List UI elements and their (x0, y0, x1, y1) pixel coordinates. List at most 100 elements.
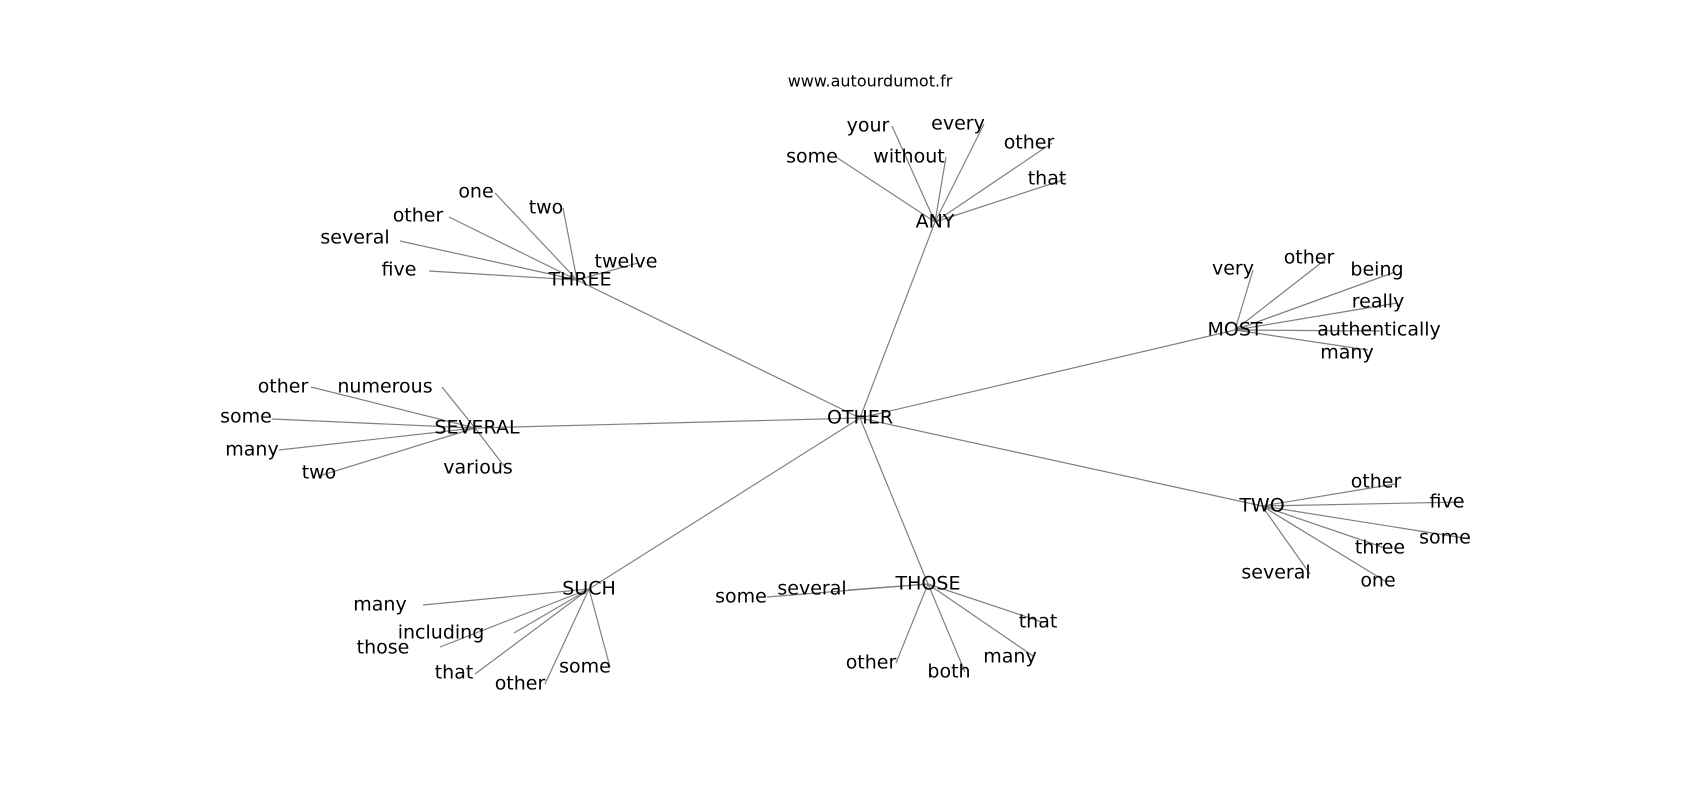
leaf-node-label: authentically (1317, 319, 1441, 341)
leaf-node-label: one (1360, 570, 1395, 592)
edge-such-those (439, 588, 590, 648)
edge-other-several (474, 417, 861, 429)
edge-other-most (859, 329, 1236, 419)
labels-layer: OTHER ANY your every some without other that THR… (220, 113, 1471, 695)
edge-most-other (1234, 258, 1327, 331)
hub-node-label-such: SUCH (562, 578, 616, 600)
edge-most-really (1234, 302, 1398, 331)
leaf-node-label: many (353, 594, 406, 616)
leaf-node-label: other (1284, 247, 1335, 269)
edge-most-very (1234, 269, 1254, 331)
leaf-node-label: many (225, 439, 278, 461)
leaf-node-label: other (1351, 471, 1402, 493)
edge-several-some (271, 418, 476, 429)
edge-any-some (835, 156, 936, 223)
leaf-node-label: other (495, 673, 546, 695)
edge-those-that (927, 583, 1043, 623)
hub-node-label-three: THREE (547, 269, 611, 291)
edge-several-various (474, 427, 505, 467)
leaf-node-label: various (443, 457, 513, 479)
edge-such-many (422, 588, 590, 606)
hub-node-label-most: MOST (1207, 319, 1262, 341)
edge-several-numerous (441, 386, 476, 429)
leaf-node-label: two (529, 197, 564, 219)
leaf-node-label: two (302, 462, 337, 484)
edge-such-other (544, 588, 590, 685)
leaf-node-label: five (382, 259, 417, 281)
edge-such-that (474, 588, 590, 675)
leaf-node-label: some (559, 656, 611, 678)
edge-those-many (927, 583, 1034, 657)
leaf-node-label: very (1212, 258, 1254, 280)
leaf-node-label: some (715, 586, 767, 608)
edge-two-other (1261, 483, 1396, 507)
leaf-node-label: several (1241, 562, 1310, 584)
leaf-node-label: other (393, 205, 444, 227)
leaf-node-label: five (1430, 491, 1465, 513)
edge-those-other (895, 583, 929, 664)
edge-any-your (891, 125, 936, 223)
leaf-node-label: that (1019, 611, 1058, 633)
leaf-node-label: many (1320, 342, 1373, 364)
edge-other-any (859, 221, 936, 419)
hub-node-label-those: THOSE (895, 573, 961, 595)
edge-three-other (448, 216, 578, 281)
edge-most-many (1234, 329, 1369, 351)
edge-other-those (859, 417, 929, 585)
leaf-node-label: three (1355, 537, 1405, 559)
edge-two-some (1261, 505, 1471, 540)
leaf-node-label: some (786, 146, 838, 168)
leaf-node-label: other (258, 376, 309, 398)
edge-most-being (1234, 271, 1396, 331)
edge-two-one (1261, 505, 1386, 582)
edge-two-three (1261, 505, 1386, 549)
edge-two-several (1261, 505, 1311, 575)
leaf-node-label: some (1419, 527, 1471, 549)
edge-those-some (766, 583, 929, 598)
edge-those-both (927, 583, 966, 673)
leaf-node-label: both (927, 661, 970, 683)
edges-layer (271, 123, 1471, 685)
leaf-node-label: other (1004, 132, 1055, 154)
leaf-node-label: including (398, 622, 485, 644)
edge-several-other (310, 386, 476, 429)
leaf-node-label: that (435, 662, 474, 684)
leaf-node-label: your (847, 115, 890, 137)
edge-any-without (934, 156, 947, 223)
leaf-node-label: some (220, 406, 272, 428)
edge-several-two (318, 427, 476, 477)
edge-any-every (934, 123, 985, 223)
hub-node-label-two: TWO (1238, 495, 1284, 517)
center-node-label: OTHER (827, 407, 893, 429)
edge-any-other (934, 142, 1053, 223)
leaf-node-label: numerous (337, 376, 432, 398)
edge-any-that (934, 178, 1067, 223)
edge-three-two (562, 207, 578, 281)
edge-most-authentically (1234, 329, 1381, 332)
hub-node-label-any: ANY (916, 211, 955, 233)
edge-three-five (428, 270, 578, 281)
leaf-node-label: without (873, 146, 944, 168)
watermark-text: www.autourdumot.fr (788, 72, 953, 91)
leaf-node-label: being (1350, 259, 1403, 281)
edge-two-five (1261, 501, 1465, 507)
edge-other-such (588, 417, 861, 590)
leaf-node-label: other (846, 652, 897, 674)
hub-node-label-several: SEVERAL (434, 417, 519, 439)
edge-other-two (859, 417, 1263, 507)
edge-several-many (278, 427, 476, 451)
edge-such-some (588, 588, 611, 668)
leaf-node-label: those (357, 637, 410, 659)
edge-three-one (494, 192, 578, 281)
leaf-node-label: one (458, 181, 493, 203)
edge-such-including (513, 588, 590, 634)
leaf-node-label: every (931, 113, 985, 135)
edge-three-several (399, 240, 578, 281)
leaf-node-label: many (983, 646, 1036, 668)
leaf-node-label: really (1352, 291, 1405, 313)
leaf-node-label: several (320, 227, 389, 249)
edge-three-twelve (576, 262, 639, 281)
leaf-node-label: several (777, 578, 846, 600)
edge-other-three (576, 279, 861, 419)
